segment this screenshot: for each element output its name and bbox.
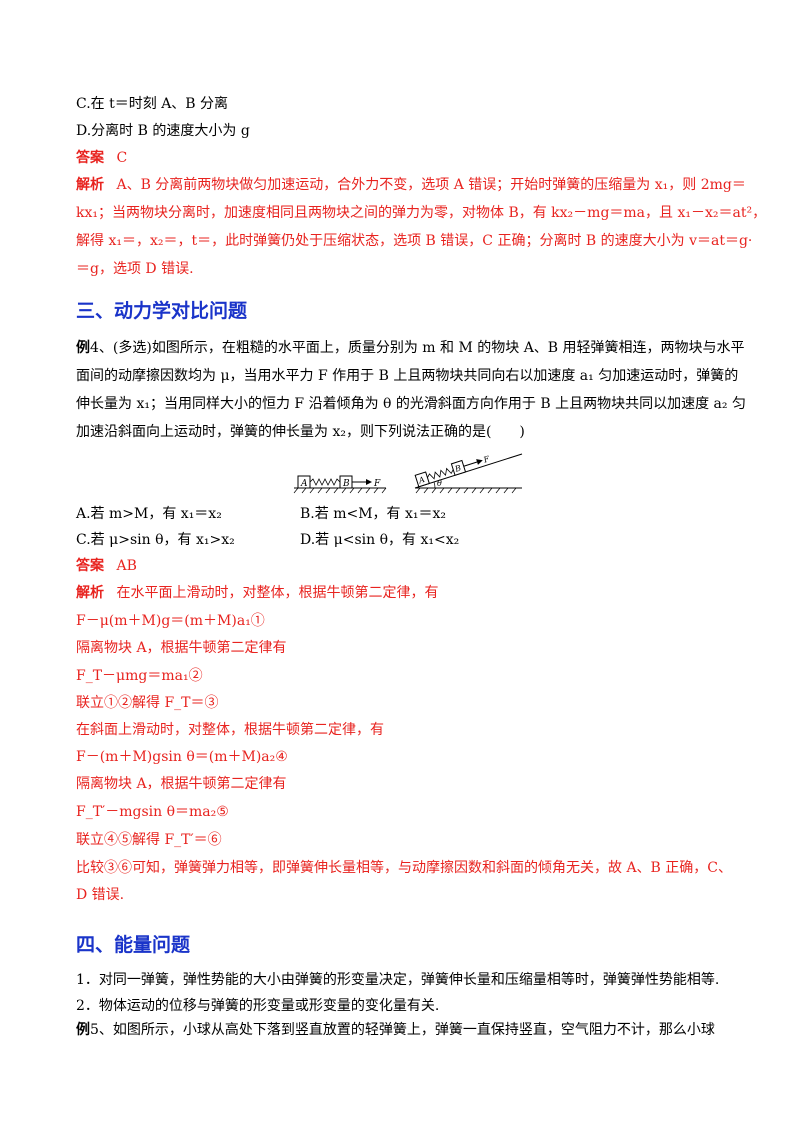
example-4-analysis-line-8: 隔离物块 A，根据牛顿第二定律有 xyxy=(76,776,287,792)
example-4-analysis-line-4: F_T－μmg＝ma₁② xyxy=(76,668,203,684)
option-c: C.若 μ>sin θ，有 x₁>x₂ xyxy=(76,532,235,548)
section-4-point-1: 1．对同一弹簧，弹性势能的大小由弹簧的形变量决定，弹簧伸长量和压缩量相等时，弹簧… xyxy=(76,972,720,988)
analysis-label: 解析 xyxy=(76,177,104,193)
example-label: 例 xyxy=(76,1022,90,1038)
incline-block-a-label: A xyxy=(417,475,426,486)
example-stem-text: 4、(多选)如图所示，在粗糙的水平面上，质量分别为 m 和 M 的物块 A、B … xyxy=(90,340,745,356)
example-4-analysis-line-3: 隔离物块 A，根据牛顿第二定律有 xyxy=(76,640,287,656)
prev-option-d: D.分离时 B 的速度大小为 g xyxy=(76,123,250,139)
option-a: A.若 m>M，有 x₁＝x₂ xyxy=(76,506,222,522)
option-b: B.若 m<M，有 x₁＝x₂ xyxy=(300,506,446,522)
example-stem-text: 5、如图所示，小球从高处下落到竖直放置的轻弹簧上，弹簧一直保持竖直，空气阻力不计… xyxy=(90,1022,715,1038)
prev-analysis-line-1: 解析 A、B 分离前两物块做匀加速运动，合外力不变，选项 A 错误；开始时弹簧的… xyxy=(76,175,746,195)
example-4-analysis-line-11: 比较③⑥可知，弹簧弹力相等，即弹簧伸长量相等，与动摩擦因数和斜面的倾角无关，故 … xyxy=(76,860,733,876)
example-4-analysis-line-9: F_T′－mgsin θ＝ma₂⑤ xyxy=(76,804,229,820)
example-4-analysis-line-7: F－(m＋M)gsin θ＝(m＋M)a₂④ xyxy=(76,749,288,765)
block-a-label: A xyxy=(300,479,308,489)
example-5-stem-line-1: 例5、如图所示，小球从高处下落到竖直放置的轻弹簧上，弹簧一直保持竖直，空气阻力不… xyxy=(76,1020,715,1040)
incline-block-b-label: B xyxy=(453,463,462,474)
answer-value: C xyxy=(116,150,128,166)
example-4-stem-line-4: 加速沿斜面向上运动时，弹簧的伸长量为 x₂，则下列说法正确的是( ) xyxy=(76,424,525,440)
prev-analysis-line-4: ＝g，选项 D 错误. xyxy=(76,261,194,277)
example-4-analysis-line-12: D 错误. xyxy=(76,887,125,903)
example-4-stem-line-2: 面间的动摩擦因数均为 μ，当用水平力 F 作用于 B 上且两物块共同向右以加速度… xyxy=(76,368,739,384)
analysis-text: 在水平面上滑动时，对整体，根据牛顿第二定律，有 xyxy=(116,585,439,601)
example-4-analysis-line-5: 联立①②解得 F_T＝③ xyxy=(76,695,219,711)
example-label: 例 xyxy=(76,340,90,356)
example-4-analysis-line-1: 解析 在水平面上滑动时，对整体，根据牛顿第二定律，有 xyxy=(76,583,438,603)
answer-value: AB xyxy=(116,558,137,574)
example-4-analysis-line-10: 联立④⑤解得 F_T′＝⑥ xyxy=(76,832,222,848)
section-4-heading: 四、能量问题 xyxy=(76,934,191,956)
option-d: D.若 μ<sin θ，有 x₁<x₂ xyxy=(300,532,460,548)
prev-analysis-line-3: 解得 x₁＝，x₂＝，t＝，此时弹簧仍处于压缩状态，选项 B 错误，C 正确；分… xyxy=(76,233,753,249)
spring-icon xyxy=(309,478,341,486)
example-4-answer: 答案 AB xyxy=(76,556,137,576)
answer-label: 答案 xyxy=(76,558,104,574)
example-4-analysis-line-6: 在斜面上滑动时，对整体，根据牛顿第二定律，有 xyxy=(76,722,384,738)
incline-spring-icon xyxy=(427,467,454,480)
analysis-text: A、B 分离前两物块做匀加速运动，合外力不变，选项 A 错误；开始时弹簧的压缩量… xyxy=(116,177,746,193)
incline-force-arrow-icon xyxy=(476,459,483,465)
example-4-stem-line-3: 伸长量为 x₁；当用同样大小的恒力 F 沿着倾角为 θ 的光滑斜面方向作用于 B… xyxy=(76,396,746,412)
example-4-stem-line-1: 例4、(多选)如图所示，在粗糙的水平面上，质量分别为 m 和 M 的物块 A、B… xyxy=(76,338,745,358)
example-4-analysis-line-2: F－μ(m＋M)g＝(m＋M)a₁① xyxy=(76,613,265,629)
section-4-point-2: 2．物体运动的位移与弹簧的形变量或形变量的变化量有关. xyxy=(76,998,440,1014)
incline-setup: θ A B F xyxy=(414,453,523,494)
incline-force-label: F xyxy=(482,454,491,465)
horizontal-setup: A B F xyxy=(293,475,387,494)
analysis-label: 解析 xyxy=(76,585,104,601)
prev-answer: 答案 C xyxy=(76,148,127,168)
spring-blocks-figure: A B F θ A xyxy=(293,453,523,494)
section-3-heading: 三、动力学对比问题 xyxy=(76,300,248,322)
answer-label: 答案 xyxy=(76,150,104,166)
force-label: F xyxy=(373,479,381,489)
theta-label: θ xyxy=(437,479,442,488)
prev-option-c: C.在 t＝时刻 A、B 分离 xyxy=(76,96,229,112)
prev-analysis-line-2: kx₁；当两物块分离时，加速度相同且两物块之间的弹力为零，对物体 B，有 kx₂… xyxy=(76,205,767,221)
block-b-label: B xyxy=(342,479,350,489)
force-arrow-icon xyxy=(366,479,372,485)
